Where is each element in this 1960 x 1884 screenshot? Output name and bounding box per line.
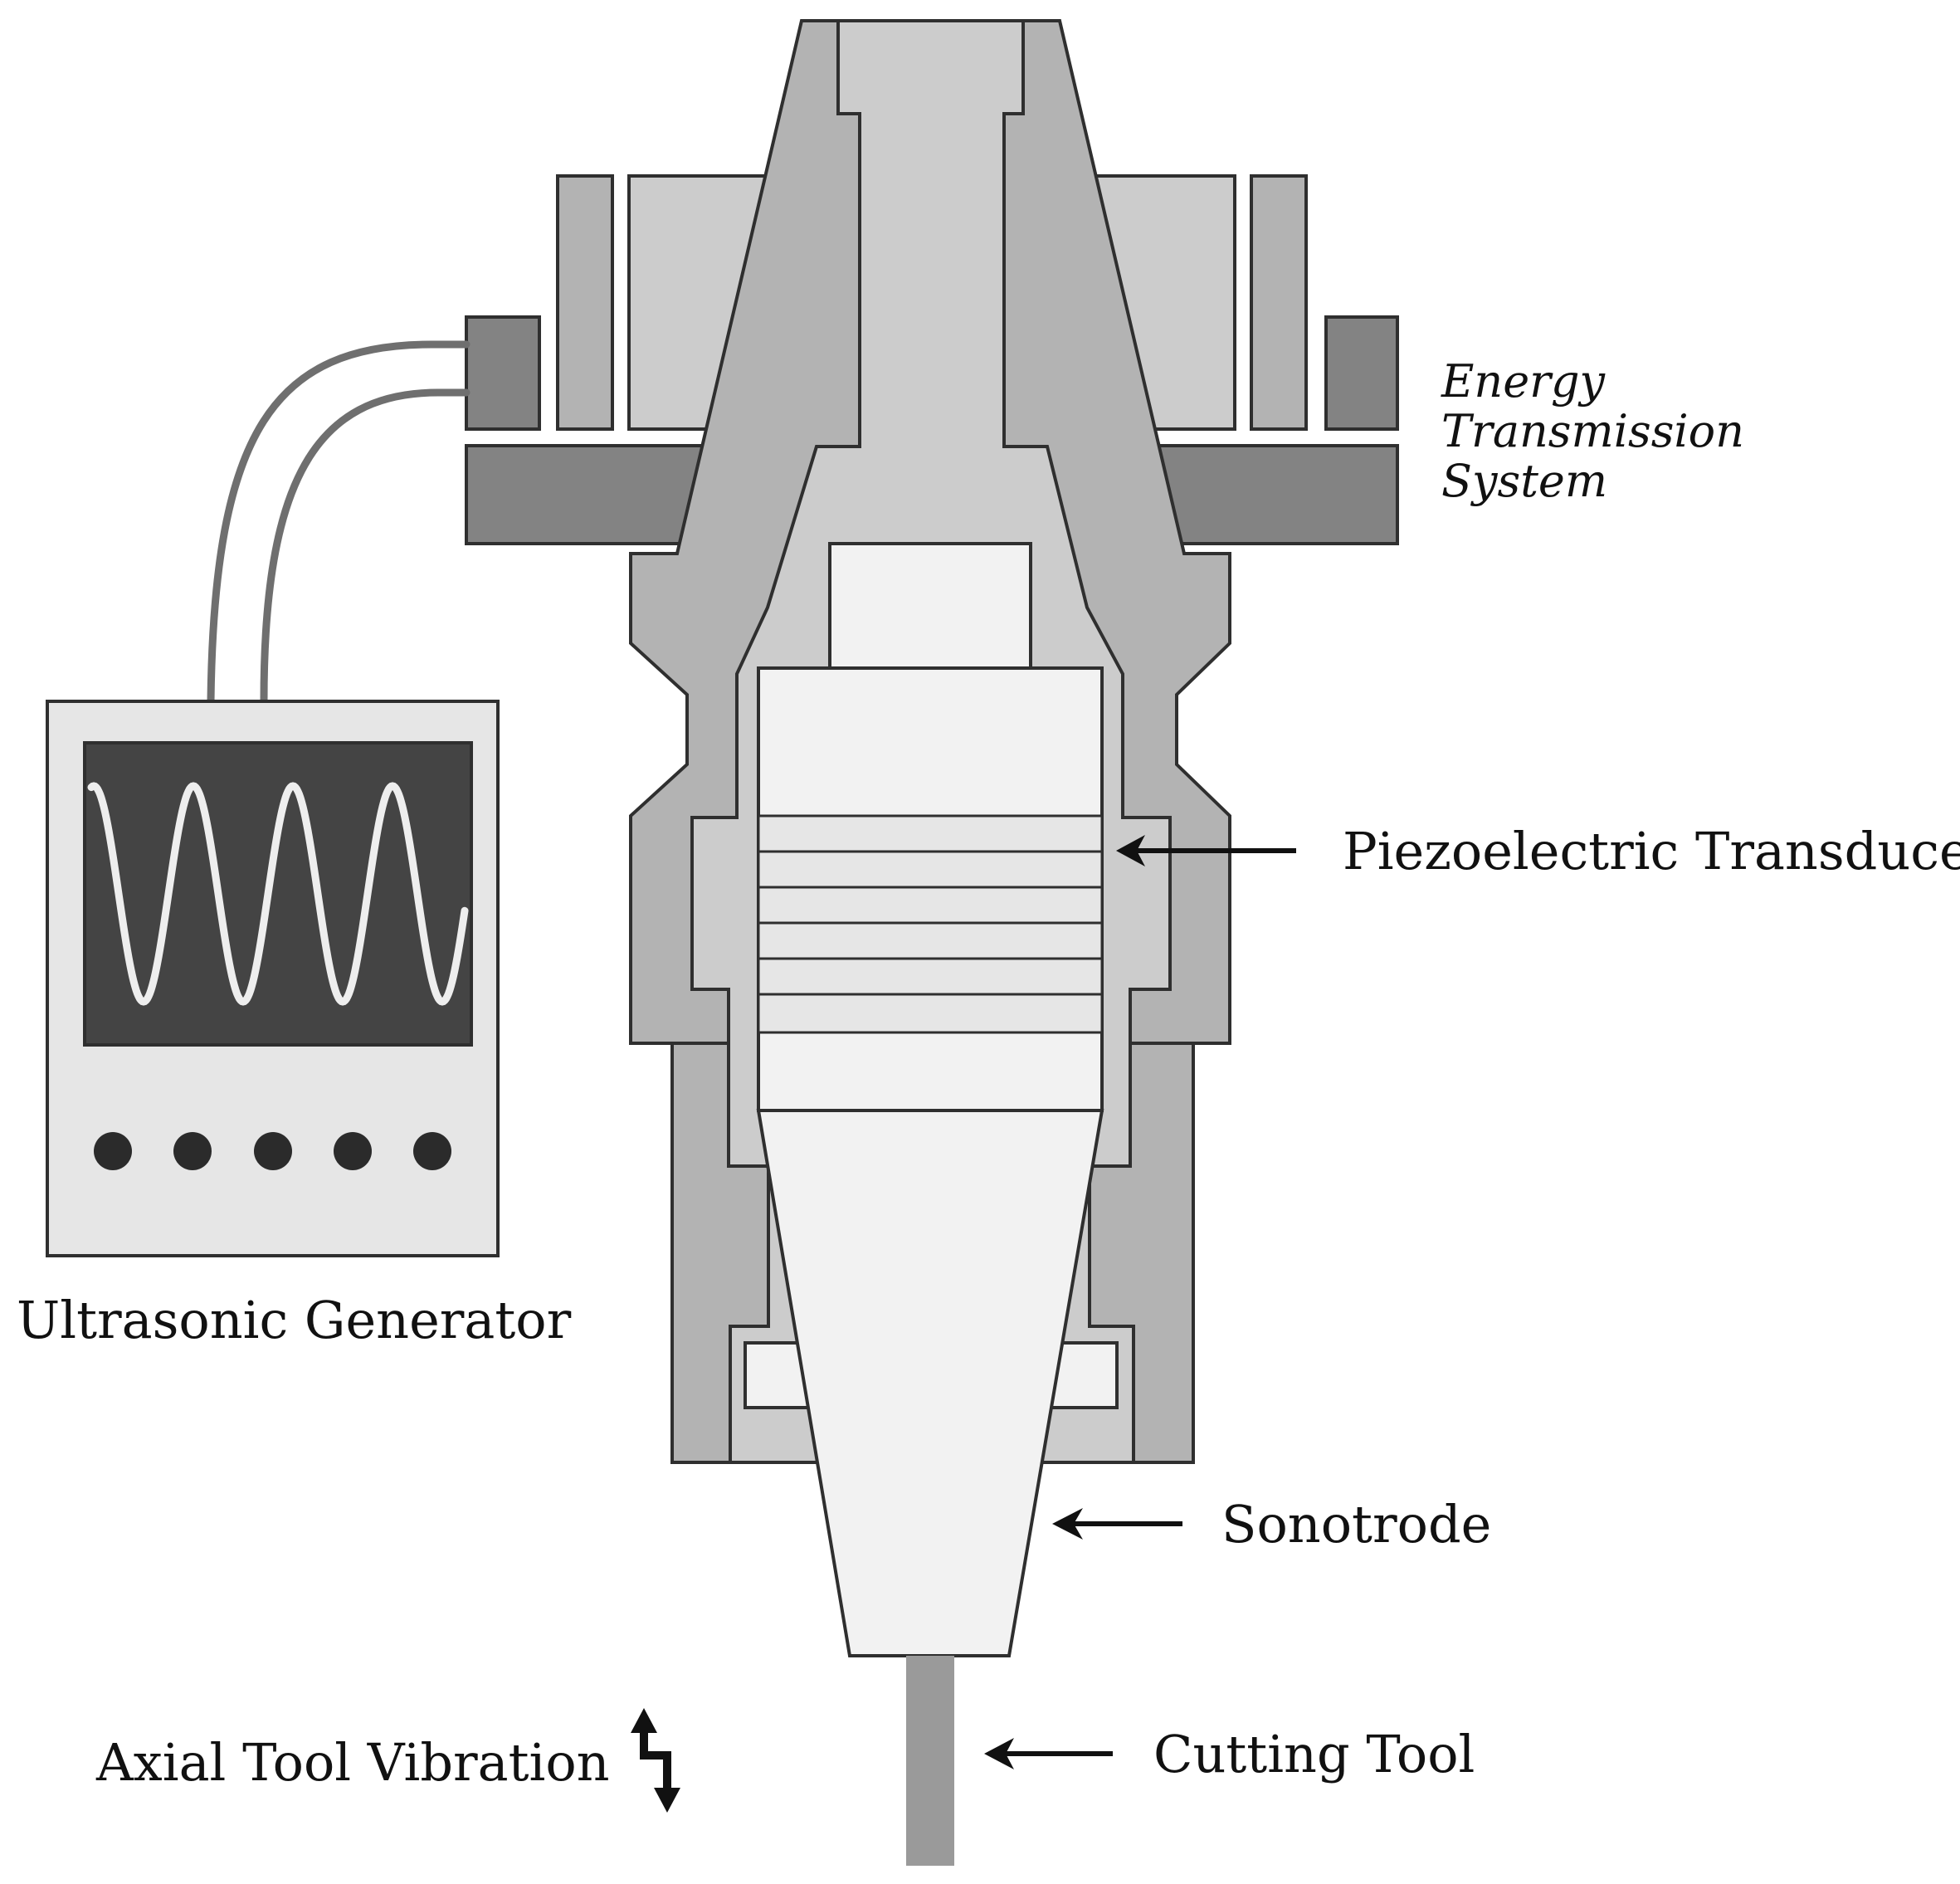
left-arrow-icon	[1116, 835, 1296, 866]
up-down-zigzag-arrow-icon	[631, 1708, 680, 1813]
label-ultrasonic-generator: Ultrasonic Generator	[17, 1290, 572, 1350]
cable-lower	[260, 388, 470, 705]
generator-knob	[173, 1132, 212, 1170]
transducer-top-block	[828, 542, 1032, 670]
cable-upper	[207, 340, 470, 705]
ring-outer-right	[1250, 174, 1308, 431]
piezo-disc	[757, 886, 1104, 925]
left-arrow-icon	[1052, 1508, 1182, 1540]
left-arrow-icon	[984, 1738, 1113, 1769]
flange-plate-right	[1143, 444, 1399, 545]
label-piezoelectric-transducer: Piezoelectric Transducer	[1343, 821, 1960, 881]
label-axial-tool-vibration: Axial Tool Vibration	[95, 1732, 610, 1793]
generator-cables	[207, 340, 470, 705]
lower-pocket-left	[670, 1042, 770, 1464]
ring-outer-left	[556, 174, 614, 431]
sine-wave	[87, 782, 469, 1006]
label-sonotrode: Sonotrode	[1221, 1494, 1491, 1555]
piezo-disc	[757, 814, 1104, 853]
piezo-disc	[757, 957, 1104, 996]
label-energy-line-3: System	[1441, 455, 1607, 507]
generator-knob	[413, 1132, 451, 1170]
coil-block-left	[465, 315, 541, 431]
sonotrode	[756, 1109, 1104, 1657]
piezo-disc	[757, 993, 1104, 1034]
piezo-disc	[757, 850, 1104, 889]
label-cutting-tool: Cutting Tool	[1153, 1724, 1475, 1784]
ultrasonic-generator	[46, 700, 500, 1257]
coil-block-right	[1324, 315, 1399, 431]
generator-knob	[94, 1132, 132, 1170]
piezoelectric-transducer	[757, 666, 1104, 1112]
generator-knob	[334, 1132, 372, 1170]
cutting-tool	[906, 1656, 954, 1866]
label-energy-line-1: Energy	[1441, 355, 1607, 408]
lower-pocket-right	[1088, 1042, 1195, 1464]
piezo-disc	[757, 921, 1104, 960]
label-energy-line-2: Transmission	[1441, 405, 1744, 457]
generator-knob	[254, 1132, 292, 1170]
